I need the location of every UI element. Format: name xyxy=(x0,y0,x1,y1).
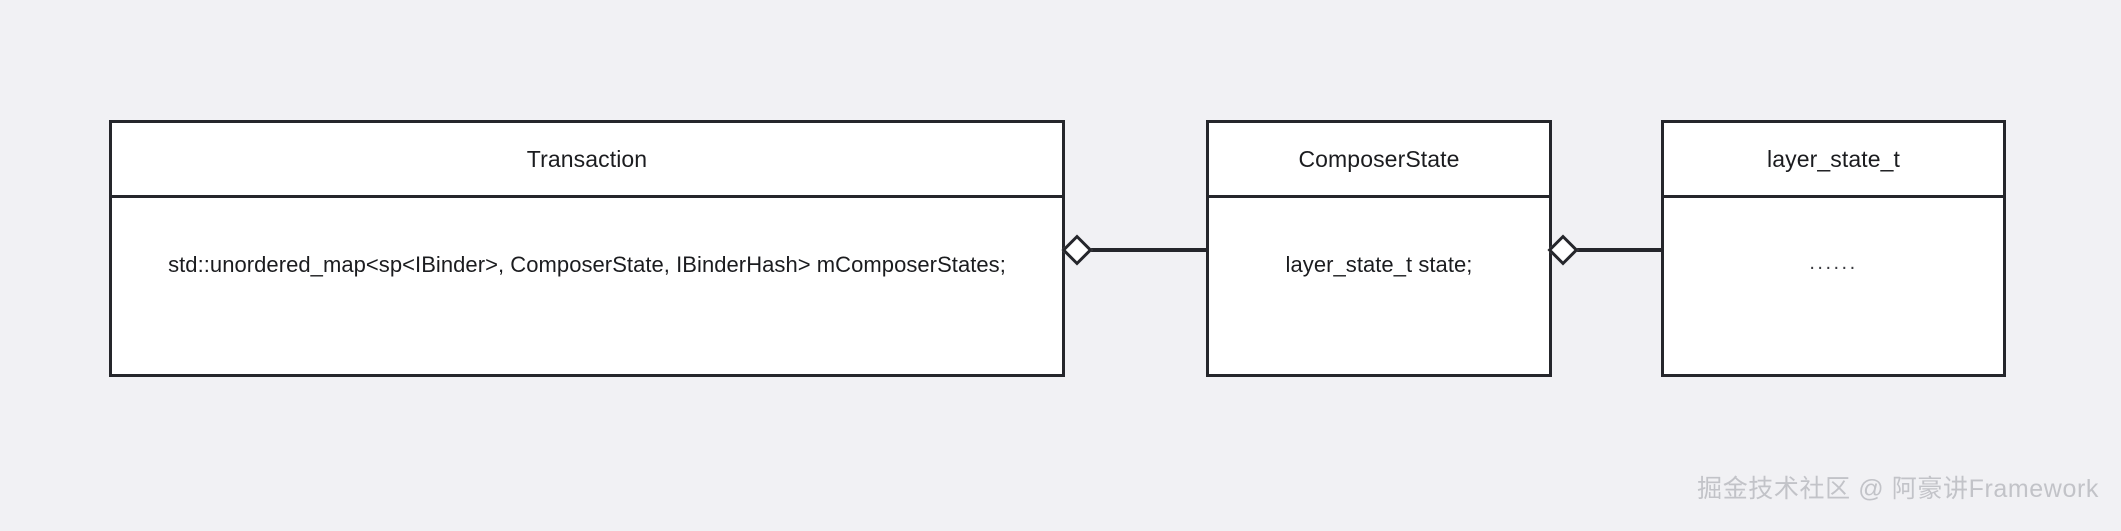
watermark-text: 掘金技术社区 @ 阿豪讲Framework xyxy=(1697,475,2099,503)
uml-class-header-layer-state-t: layer_state_t xyxy=(1664,123,2003,198)
uml-class-transaction[interactable]: Transaction std::unordered_map<sp<IBinde… xyxy=(109,120,1065,377)
uml-class-name-transaction: Transaction xyxy=(526,145,648,172)
uml-attribute-transaction-0: std::unordered_map<sp<IBinder>, Composer… xyxy=(168,252,1006,277)
uml-class-body-composerstate: layer_state_t state; xyxy=(1209,198,1549,374)
association-line-composerstate-layerstatet xyxy=(1576,248,1662,252)
uml-class-body-transaction: std::unordered_map<sp<IBinder>, Composer… xyxy=(112,198,1062,374)
aggregation-diamond-icon-transaction xyxy=(1061,234,1093,266)
uml-attribute-layer-state-t-0: ...... xyxy=(1809,252,1858,274)
uml-class-header-transaction: Transaction xyxy=(112,123,1062,198)
aggregation-diamond-icon-composerstate xyxy=(1547,234,1579,266)
uml-class-composerstate[interactable]: ComposerState layer_state_t state; xyxy=(1206,120,1552,377)
uml-class-name-composerstate: ComposerState xyxy=(1298,145,1460,172)
uml-class-header-composerstate: ComposerState xyxy=(1209,123,1549,198)
uml-class-name-layer-state-t: layer_state_t xyxy=(1767,145,1900,172)
uml-class-layer-state-t[interactable]: layer_state_t ...... xyxy=(1661,120,2006,377)
uml-attribute-composerstate-0: layer_state_t state; xyxy=(1285,252,1473,277)
association-line-transaction-composerstate xyxy=(1090,248,1207,252)
uml-class-body-layer-state-t: ...... xyxy=(1664,198,2003,374)
